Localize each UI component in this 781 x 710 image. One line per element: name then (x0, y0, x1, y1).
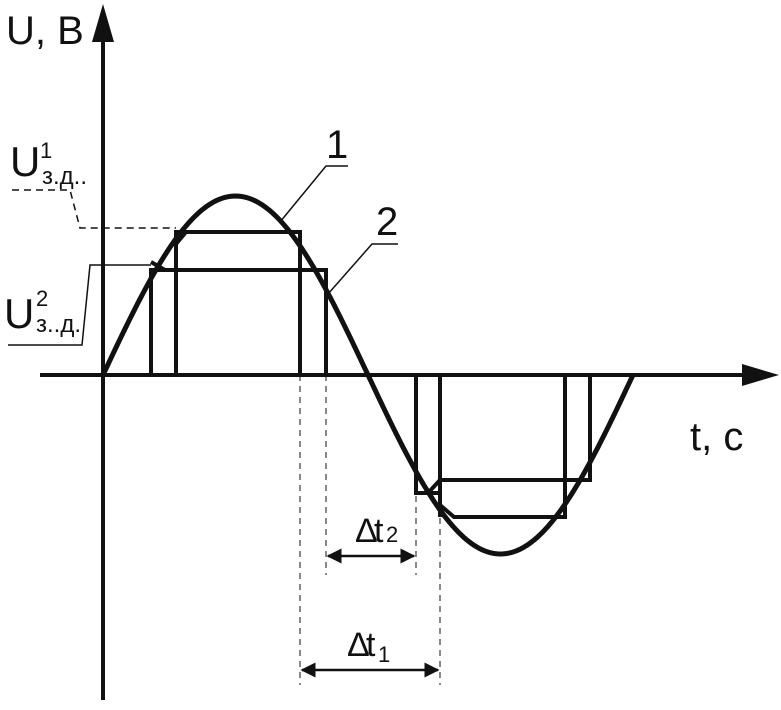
interval-dt1: ∆ t 1 (300, 626, 440, 678)
level-u1-subscript: з.д.. (42, 163, 87, 190)
interval-dt1-delta: ∆ (348, 626, 369, 664)
level-u1-label: U 1 з.д.. (10, 138, 176, 229)
interval-dt2-symbol: t (374, 512, 384, 550)
voltage-sine-curve (100, 193, 636, 557)
curve-label-1: 1 (279, 123, 348, 223)
level-u2-label: U 2 з..д. (4, 264, 151, 346)
y-axis-arrow (92, 4, 114, 42)
level-u2-leader (8, 264, 151, 346)
curve-label-2-text: 2 (376, 200, 398, 244)
level-u1-leader (12, 189, 176, 229)
curve-label-1-leader (279, 165, 348, 223)
trace-2-edge-lower (150, 260, 166, 272)
level-u2-superscript: 2 (36, 286, 48, 311)
curve-label-1-text: 1 (326, 123, 348, 167)
negative-half-traces (414, 375, 592, 519)
x-axis-label: t, c (690, 415, 743, 459)
positive-half-traces (149, 230, 328, 375)
projection-lines (299, 375, 441, 685)
interval-dt2: ∆ t 2 (326, 512, 416, 564)
curve-label-2-leader (327, 243, 398, 295)
level-u1-symbol: U (10, 138, 40, 185)
interval-dt2-delta: ∆ (356, 512, 377, 550)
interval-dt1-subscript: 1 (378, 642, 390, 667)
trace-1-upper-level (174, 230, 302, 375)
y-axis-label: U, B (6, 9, 84, 53)
trace-1-negative (414, 375, 592, 495)
level-u2-subscript: з..д. (36, 311, 81, 338)
curve-label-2: 2 (327, 200, 398, 295)
level-u1-superscript: 1 (40, 138, 52, 163)
trace-2-negative (438, 375, 567, 519)
interval-dt1-symbol: t (366, 626, 376, 664)
level-u2-symbol: U (4, 290, 34, 337)
interval-dt2-subscript: 2 (386, 522, 398, 547)
trace-1-edge-upper (174, 230, 188, 246)
trace-1-positive (149, 268, 328, 375)
x-axis-arrow (742, 364, 779, 386)
